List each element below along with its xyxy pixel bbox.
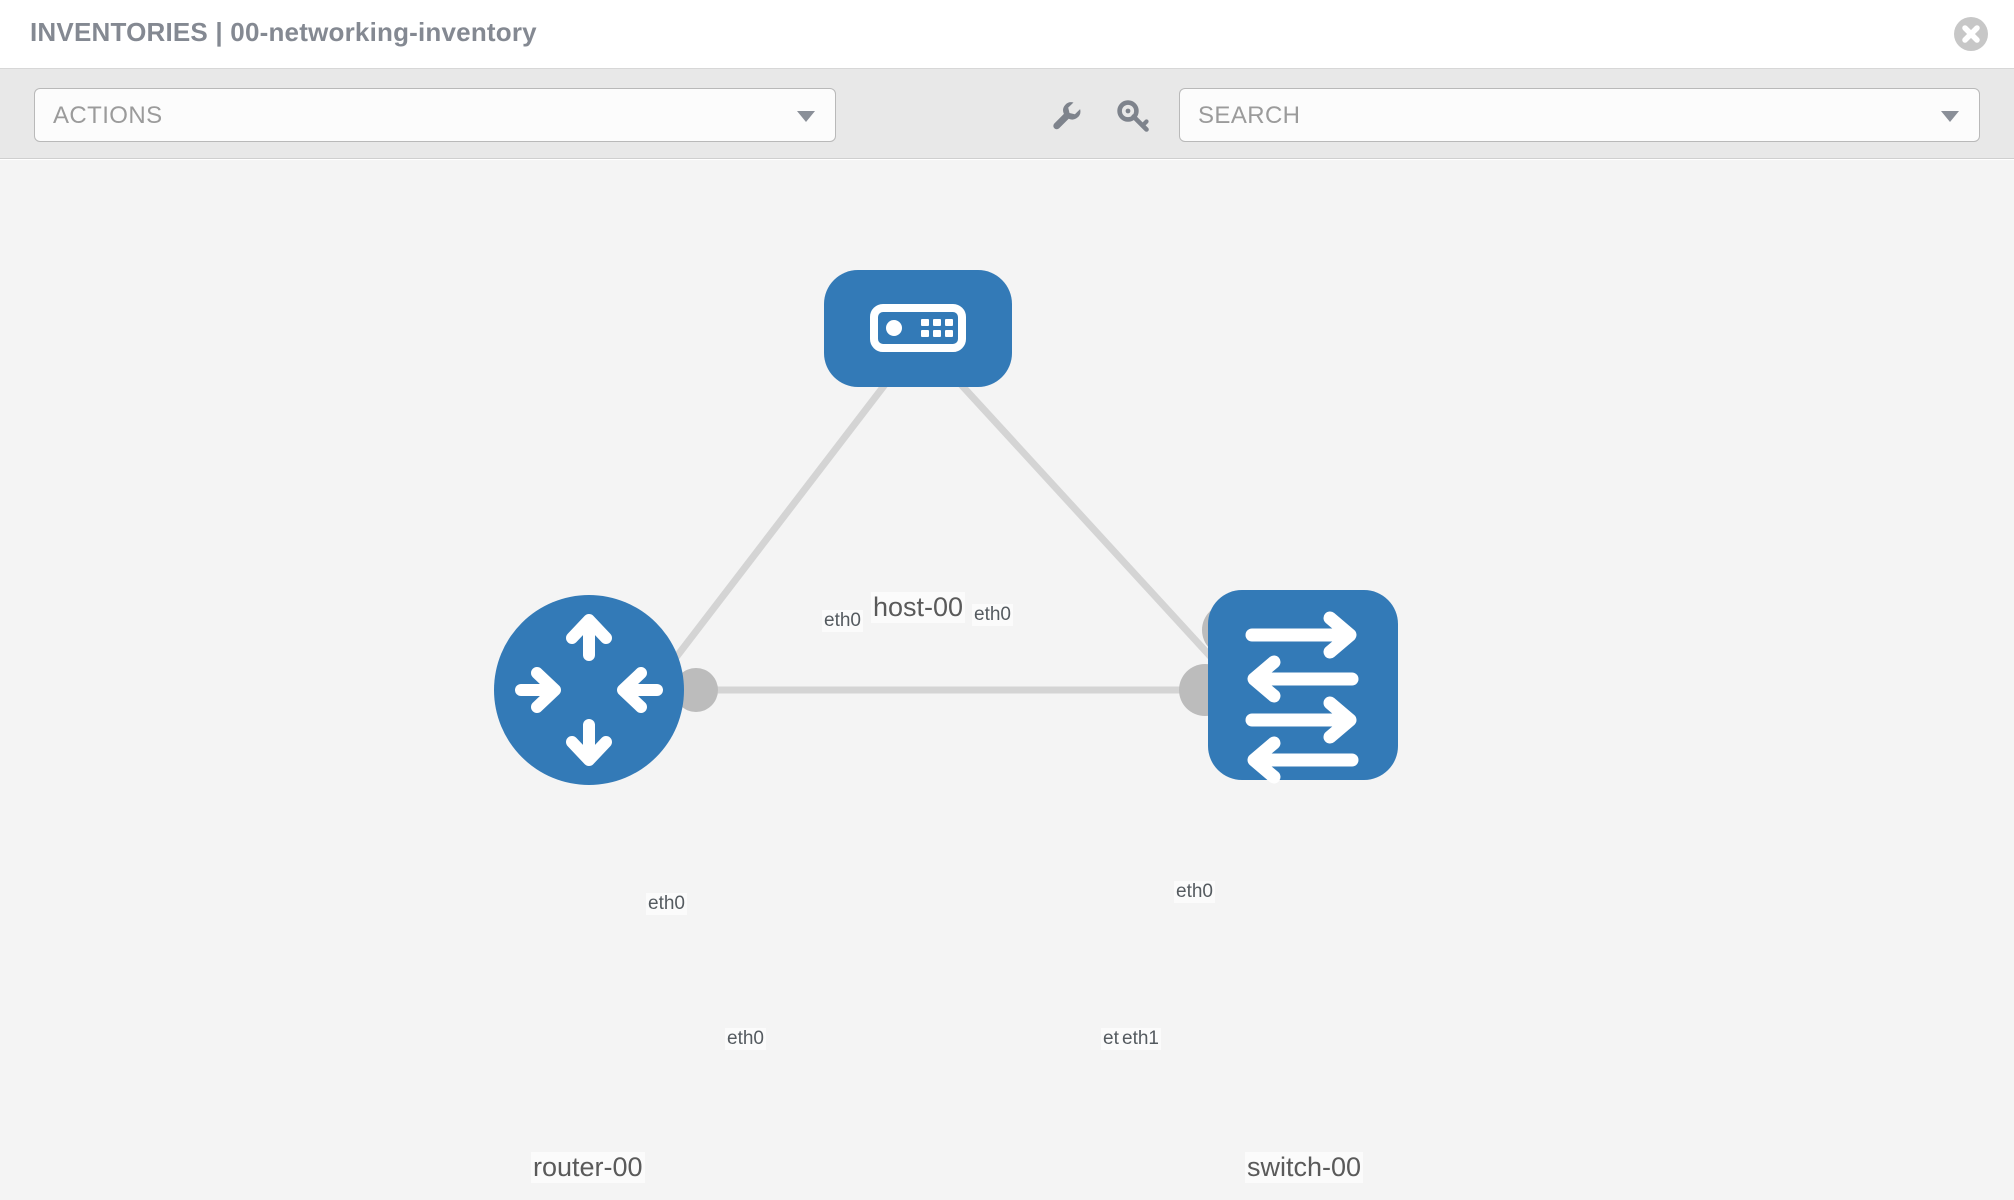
search-placeholder: SEARCH: [1198, 102, 1301, 129]
page-title: INVENTORIES | 00-networking-inventory: [30, 17, 537, 47]
link-host-switch: [952, 375, 1235, 683]
toolbar: ACTIONS SEARCH: [0, 69, 2014, 159]
actions-dropdown-label: ACTIONS: [53, 102, 163, 129]
iface-label-router-up: eth0: [646, 893, 687, 915]
wrench-icon[interactable]: [1047, 97, 1085, 135]
search-input[interactable]: SEARCH: [1179, 88, 1980, 142]
title-bar: INVENTORIES | 00-networking-inventory: [0, 0, 2014, 69]
close-icon[interactable]: [1954, 17, 1988, 51]
iface-label-host-left: eth0: [822, 610, 863, 632]
node-router-00[interactable]: [494, 595, 684, 785]
chevron-down-icon[interactable]: [1941, 111, 1959, 122]
actions-dropdown[interactable]: ACTIONS: [34, 88, 836, 142]
topology-canvas[interactable]: host-00 router-00 switch-00 eth0 eth0 et…: [0, 160, 2014, 1200]
iface-label-switch-left-a: etl: [1101, 1028, 1126, 1050]
iface-label-switch-up: eth0: [1174, 881, 1215, 903]
node-label-host: host-00: [871, 592, 966, 623]
iface-label-host-right: eth0: [972, 604, 1013, 626]
iface-label-router-right: eth0: [725, 1028, 766, 1050]
link-host-router: [645, 375, 893, 697]
iface-label-switch-left-b: eth1: [1120, 1028, 1161, 1050]
node-switch-00[interactable]: [1208, 590, 1398, 784]
chevron-down-icon: [797, 111, 815, 122]
key-icon[interactable]: [1115, 97, 1153, 135]
node-label-switch: switch-00: [1245, 1152, 1364, 1183]
connector-router-right: [674, 668, 718, 712]
node-host-00[interactable]: [824, 270, 1012, 387]
topology-graph: [494, 270, 1398, 785]
node-label-router: router-00: [531, 1152, 645, 1183]
